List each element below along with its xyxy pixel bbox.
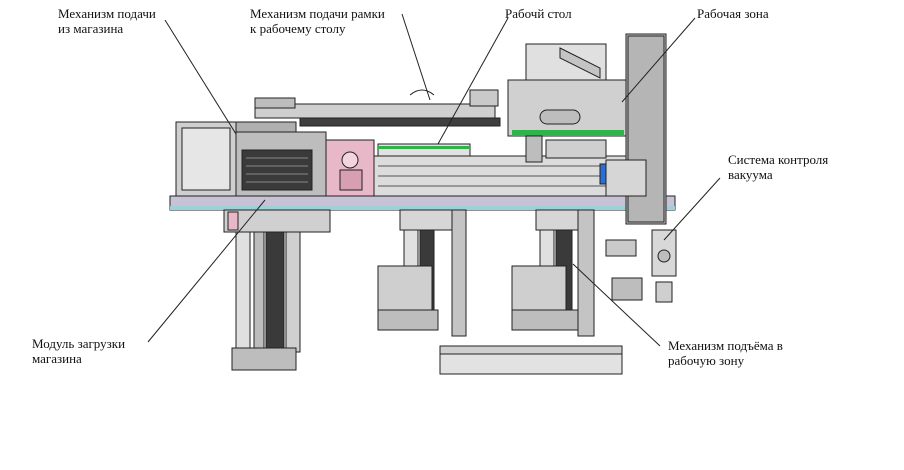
label-line: Механизм подачи [58, 6, 156, 21]
label-line: рабочую зону [668, 353, 745, 368]
label-work-table: Рабочй стол [505, 6, 572, 21]
magazine-lift [223, 209, 331, 233]
label-line: Система контроля [728, 152, 829, 167]
label-magazine-module: Модуль загрузки магазина [32, 336, 125, 366]
label-line: к рабочему столу [250, 21, 346, 36]
label-line: Рабочй стол [505, 6, 572, 21]
label-line: из магазина [58, 21, 124, 36]
label-lift-mechanism: Механизм подъёма в рабочую зону [668, 338, 783, 368]
label-line: вакуума [728, 167, 773, 182]
work-table [377, 143, 471, 157]
label-line: магазина [32, 351, 82, 366]
label-line: Рабочая зона [697, 6, 769, 21]
label-frame-feed: Механизм подачи рамки к рабочему столу [250, 6, 385, 36]
label-line: Механизм подачи рамки [250, 6, 385, 21]
work-zone-head [507, 79, 627, 137]
label-line: Механизм подъёма в [668, 338, 783, 353]
label-line: Модуль загрузки [32, 336, 126, 351]
label-vacuum-system: Система контроля вакуума [728, 152, 828, 182]
table-lift [399, 209, 461, 231]
label-work-zone: Рабочая зона [697, 6, 769, 21]
label-feeder-magazine: Механизм подачи из магазина [58, 6, 156, 36]
